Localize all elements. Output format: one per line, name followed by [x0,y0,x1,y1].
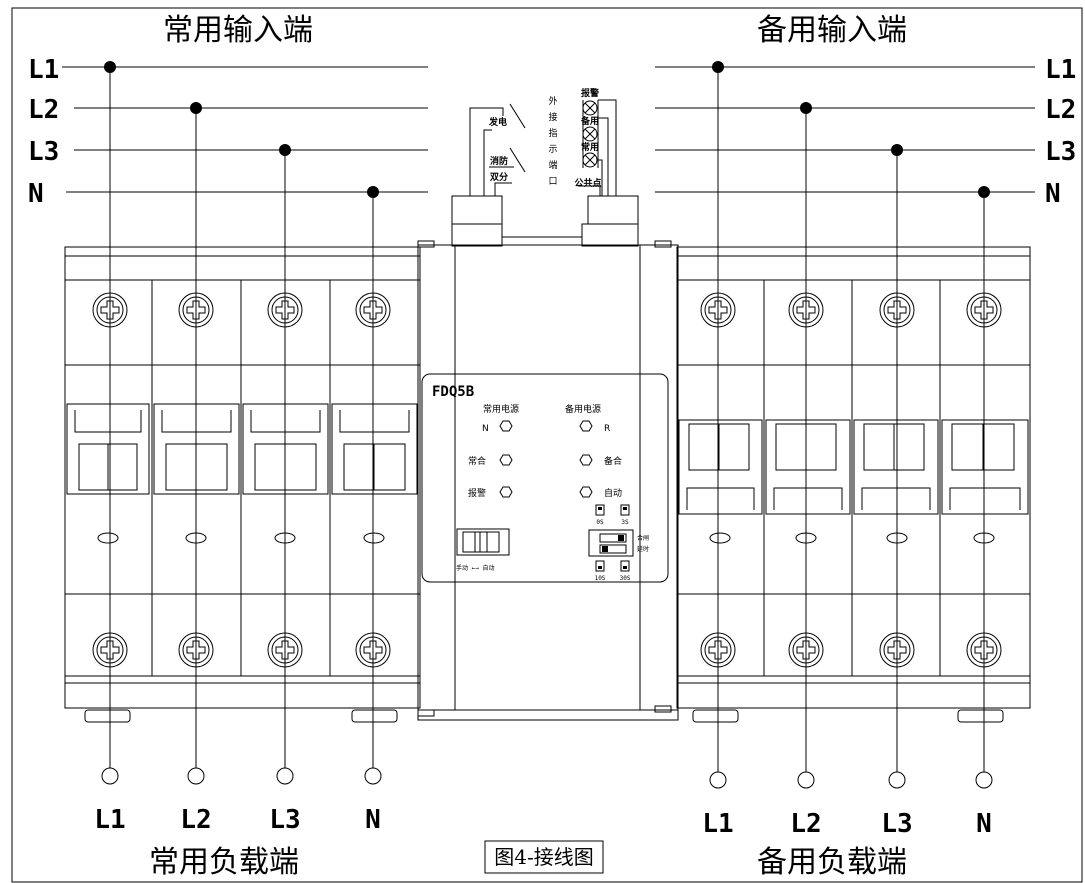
input-line-label-left: L1 [28,55,59,85]
lamp-backup-label: 备用 [580,115,599,127]
alarm-label: 报警 [468,487,486,499]
lamp-normal-label: 常用 [581,141,599,153]
svg-text:示: 示 [548,145,557,155]
normal-power-label: 常用电源 [483,403,519,415]
normal-close-label: 常合 [468,455,486,467]
delay-dip-switch[interactable] [588,504,634,572]
svg-text:口: 口 [548,177,557,187]
indicator-r-label: R [604,424,610,434]
port-common-label: 公共点 [574,177,601,189]
backup-input-heading: 备用输入端 [757,13,907,48]
normal-load-heading: 常用负载端 [149,845,299,880]
port-fire-label: 消防 [490,155,508,167]
delay-close-label: 合闸 [637,534,649,542]
auto-light [579,486,593,498]
input-line-label-right: L2 [1045,95,1076,125]
output-line-label-right: L3 [881,809,912,839]
output-line-label-right: L1 [702,809,733,839]
controller-model: FDQ5B [432,384,474,400]
lamp-alarm-label: 报警 [581,87,599,99]
output-line-label-left: L2 [180,805,211,835]
output-line-label-right: N [976,809,992,839]
manual-auto-label: 手动 ←→ 自动 [456,564,494,572]
frame [11,7,1083,883]
input-line-label-right: L1 [1045,55,1076,85]
connection-wires [101,61,993,789]
output-line-label-right: L2 [790,809,821,839]
backup-close-label: 备合 [604,455,622,467]
terminal-screws [92,292,1002,668]
mounting-feet [84,709,1004,723]
delay-0s-label: 0S [596,519,604,526]
indicator-n-label: N [482,424,489,434]
svg-text:外: 外 [548,95,557,107]
delay-30s-label: 30S [620,575,631,582]
port-title: 外 接 指 示 端 口 [548,95,557,187]
output-line-label-left: N [365,805,381,835]
input-line-label-left: L2 [28,95,59,125]
input-line-label-right: L3 [1045,137,1076,167]
switch-body [64,244,1031,721]
input-line-label-left: L3 [28,137,59,167]
figure-caption: 图4-接线图 [494,845,593,869]
svg-text:接: 接 [548,111,557,123]
normal-input-heading: 常用输入端 [163,13,313,48]
controller-panel [421,373,669,583]
output-line-label-left: L3 [269,805,300,835]
output-line-label-left: L1 [94,805,125,835]
svg-text:指: 指 [548,127,557,139]
delay-10s-label: 10S [595,575,606,582]
indicator-lamp-icons [582,100,599,168]
backup-close-light [579,454,593,466]
backup-load-heading: 备用负载端 [757,845,907,880]
breaker-handles-left [66,403,418,544]
alarm-light [499,486,513,498]
indicator-r-light [579,420,593,432]
delay-time-label: 延时 [637,545,649,553]
external-port-connector [451,99,639,247]
svg-text:端: 端 [548,159,557,171]
input-line-label-left: N [28,179,44,209]
center-latches [417,240,672,717]
input-line-label-right: N [1045,179,1061,209]
port-double-off-label: 双分 [490,171,508,183]
backup-power-label: 备用电源 [565,403,601,415]
delay-3s-label: 3S [621,519,629,526]
normal-close-light [499,454,513,466]
caption-box [484,840,604,874]
manual-auto-switch[interactable] [456,528,510,556]
breaker-handles-right [678,419,1029,544]
indicator-n-light [499,420,513,432]
auto-label: 自动 [604,487,622,499]
port-generator-label: 发电 [488,116,507,128]
